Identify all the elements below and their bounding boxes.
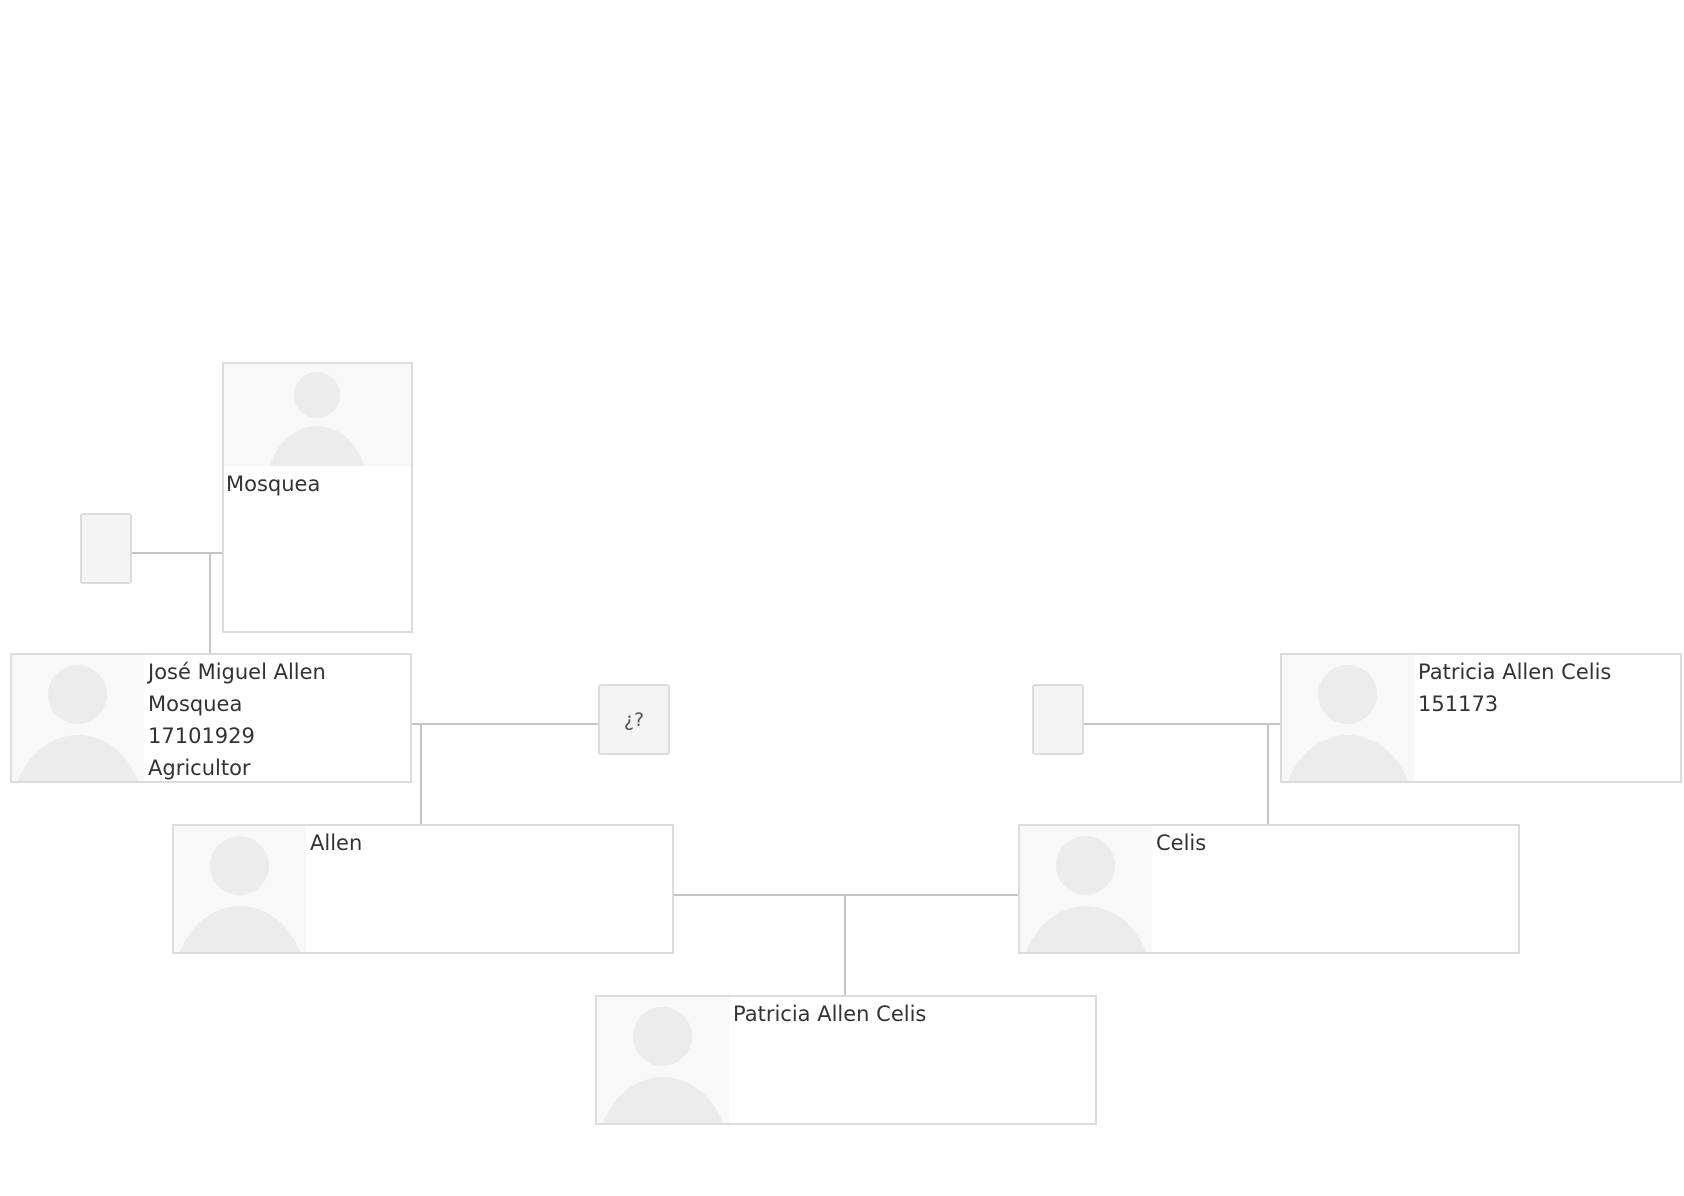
unknown-spouse-label: ¿? — [623, 708, 645, 731]
person-line: Mosquea — [148, 692, 243, 716]
connector-paternal-grandparents-to-child — [420, 723, 422, 825]
connector-maternal-grandparents — [1083, 723, 1281, 725]
avatar-head — [1318, 665, 1377, 724]
person-details: José Miguel Allen Mosquea 17101929 Agric… — [148, 656, 326, 781]
avatar-body — [598, 1077, 728, 1123]
person-line: Celis — [1156, 831, 1207, 855]
connector-maternal-grandparents-to-child — [1267, 723, 1269, 825]
person-card-paternal-grandparent[interactable]: José Miguel Allen Mosquea 17101929 Agric… — [10, 653, 412, 783]
person-line: Agricultor — [148, 756, 251, 780]
avatar-body — [13, 735, 143, 781]
person-line: Patricia Allen Celis — [733, 1002, 927, 1026]
person-card-mother[interactable]: Celis — [1018, 824, 1520, 954]
connector-great-grandparents — [131, 552, 223, 554]
avatar-head — [1056, 836, 1115, 895]
person-card-great-grandparent[interactable]: Mosquea — [222, 362, 413, 633]
person-details: Patricia Allen Celis — [733, 998, 926, 1030]
spouse-placeholder-paternal-grandparent[interactable]: ¿? — [598, 684, 670, 755]
avatar-placeholder-icon — [174, 826, 306, 952]
spouse-placeholder-maternal-grandparent[interactable] — [1032, 684, 1084, 755]
avatar-placeholder-icon — [1282, 655, 1414, 781]
avatar-body — [267, 426, 367, 466]
person-line: José Miguel Allen — [148, 660, 326, 684]
person-line: Mosquea — [226, 472, 321, 496]
person-card-father[interactable]: Allen — [172, 824, 674, 954]
connector-paternal-grandparents — [412, 723, 599, 725]
connector-great-grandparents-to-child — [209, 552, 211, 653]
person-details: Allen — [310, 827, 362, 859]
avatar-head — [48, 665, 107, 724]
avatar-body — [1021, 906, 1151, 952]
spouse-placeholder-great-grandparent[interactable] — [80, 513, 132, 584]
connector-parents-to-child — [844, 894, 846, 996]
avatar-body — [1283, 735, 1413, 781]
person-card-maternal-grandparent[interactable]: Patricia Allen Celis 151173 — [1280, 653, 1682, 783]
avatar-placeholder-icon — [1020, 826, 1152, 952]
avatar-head — [633, 1007, 692, 1066]
person-line: Allen — [310, 831, 363, 855]
connector-parents — [673, 894, 1019, 896]
person-details: Patricia Allen Celis 151173 — [1418, 656, 1611, 720]
avatar-head — [294, 372, 340, 418]
person-details: Mosquea — [226, 468, 320, 500]
avatar-placeholder-icon — [224, 364, 411, 466]
person-line: 151173 — [1418, 692, 1499, 716]
avatar-placeholder-icon — [12, 655, 144, 781]
avatar-placeholder-icon — [597, 997, 729, 1123]
person-card-subject[interactable]: Patricia Allen Celis — [595, 995, 1097, 1125]
avatar-body — [175, 906, 305, 952]
person-details: Celis — [1156, 827, 1206, 859]
person-line: 17101929 — [148, 724, 255, 748]
person-line: Patricia Allen Celis — [1418, 660, 1612, 684]
avatar-head — [210, 836, 269, 895]
